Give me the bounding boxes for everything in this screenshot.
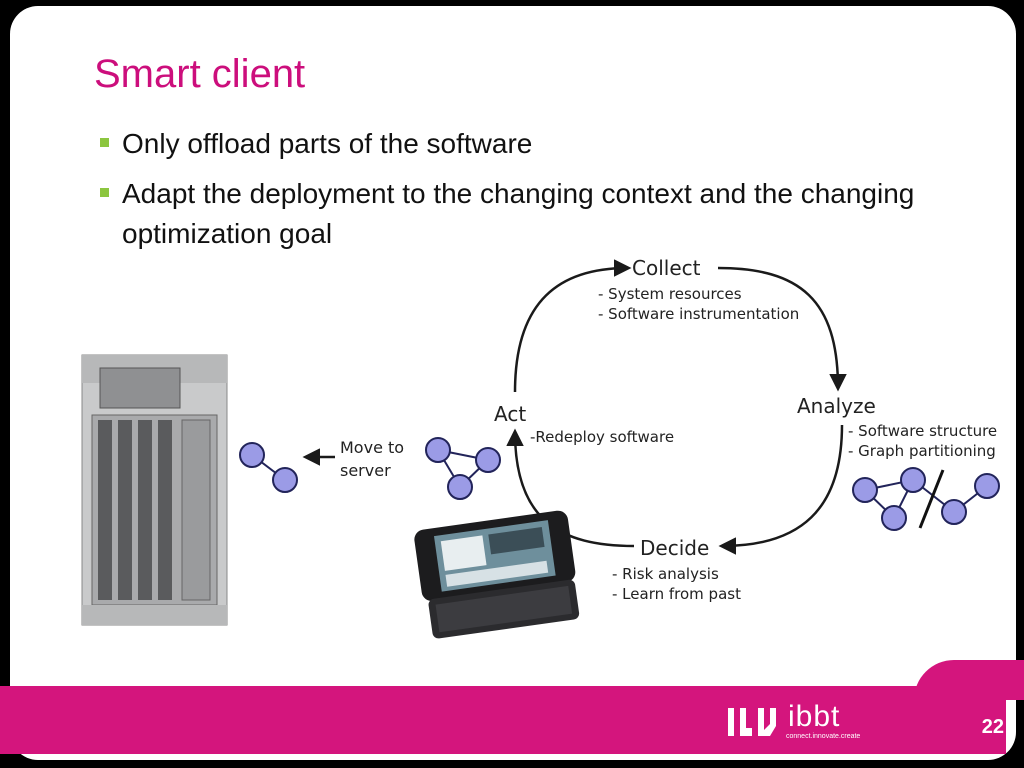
partition-cut-line bbox=[918, 469, 945, 529]
collect-to-analyze-arrow bbox=[717, 266, 847, 392]
ibbt-logo-text: ibbt bbox=[788, 700, 841, 733]
bullet-item: Only offload parts of the software bbox=[98, 124, 978, 164]
move-to-server-label-2: server bbox=[340, 461, 391, 480]
server-rack-image bbox=[81, 354, 228, 626]
analyze-to-decide-arrow bbox=[718, 424, 844, 555]
decide-label: Decide bbox=[640, 536, 709, 560]
decide-item: - Risk analysis bbox=[612, 565, 719, 583]
partitioned-graph-icon bbox=[852, 467, 1000, 531]
decide-item: - Learn from past bbox=[612, 585, 741, 603]
move-to-server-label-1: Move to bbox=[340, 438, 404, 457]
act-label: Act bbox=[494, 402, 526, 426]
slide-title: Smart client bbox=[94, 52, 306, 96]
act-to-collect-arrow bbox=[513, 259, 632, 393]
graph-node bbox=[239, 442, 265, 468]
graph-node bbox=[475, 447, 501, 473]
graph-node bbox=[447, 474, 473, 500]
collect-item: - System resources bbox=[598, 285, 742, 303]
collect-label: Collect bbox=[632, 256, 701, 280]
act-graph-icon bbox=[425, 437, 501, 500]
collect-item: - Software instrumentation bbox=[598, 305, 799, 323]
ibbt-logo-mark bbox=[728, 708, 776, 736]
footer-bar bbox=[0, 686, 1006, 754]
graph-node bbox=[900, 467, 926, 493]
graph-node bbox=[881, 505, 907, 531]
bullet-list: Only offload parts of the software Adapt… bbox=[98, 124, 978, 264]
analyze-item: - Software structure bbox=[848, 422, 997, 440]
smartphone-image bbox=[414, 510, 580, 639]
server-graph-icon bbox=[239, 442, 298, 493]
graph-node bbox=[941, 499, 967, 525]
graph-node bbox=[852, 477, 878, 503]
ibbt-logo-tagline: connect.innovate.create bbox=[786, 733, 861, 740]
page-number: 22 bbox=[981, 716, 1004, 738]
graph-node bbox=[425, 437, 451, 463]
graph-node bbox=[272, 467, 298, 493]
act-item: -Redeploy software bbox=[530, 428, 674, 446]
analyze-item: - Graph partitioning bbox=[848, 442, 996, 460]
graph-node bbox=[974, 473, 1000, 499]
analyze-label: Analyze bbox=[797, 394, 876, 418]
bullet-item: Adapt the deployment to the changing con… bbox=[98, 174, 978, 254]
